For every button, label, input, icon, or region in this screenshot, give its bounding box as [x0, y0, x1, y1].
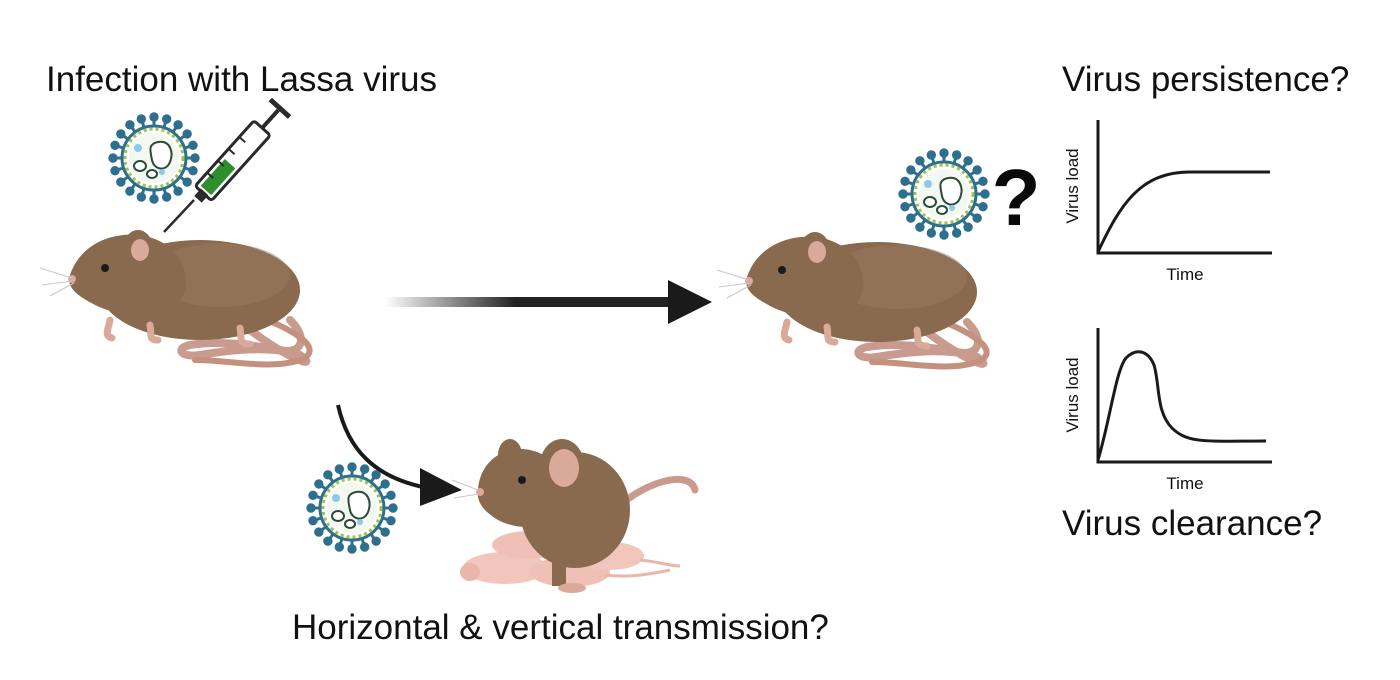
- mouse-icon: [40, 230, 310, 364]
- infection-label: Infection with Lassa virus: [46, 60, 438, 99]
- persistence-ylabel: Virus load: [1063, 148, 1082, 223]
- virus-icon: [306, 462, 398, 554]
- mouse-icon: [717, 232, 987, 366]
- clearance-graph: Virus load Time: [1063, 328, 1272, 493]
- arrow-icon: [336, 404, 462, 506]
- persistence-label: Virus persistence?: [1062, 60, 1350, 99]
- transmission-label: Horizontal & vertical transmission?: [292, 608, 829, 647]
- virus-icon: [108, 112, 200, 204]
- persistence-graph: Virus load Time: [1063, 120, 1272, 284]
- mouse-icon: [451, 439, 699, 593]
- clearance-xlabel: Time: [1166, 474, 1203, 493]
- clearance-ylabel: Virus load: [1063, 357, 1082, 432]
- question-icon: ?: [992, 153, 1041, 242]
- persistence-xlabel: Time: [1166, 265, 1203, 284]
- clearance-label: Virus clearance?: [1062, 504, 1323, 543]
- question-mark: ?: [992, 153, 1041, 242]
- virus-icon: [898, 148, 990, 240]
- arrow-icon: [385, 280, 712, 324]
- syringe-icon: [163, 97, 292, 233]
